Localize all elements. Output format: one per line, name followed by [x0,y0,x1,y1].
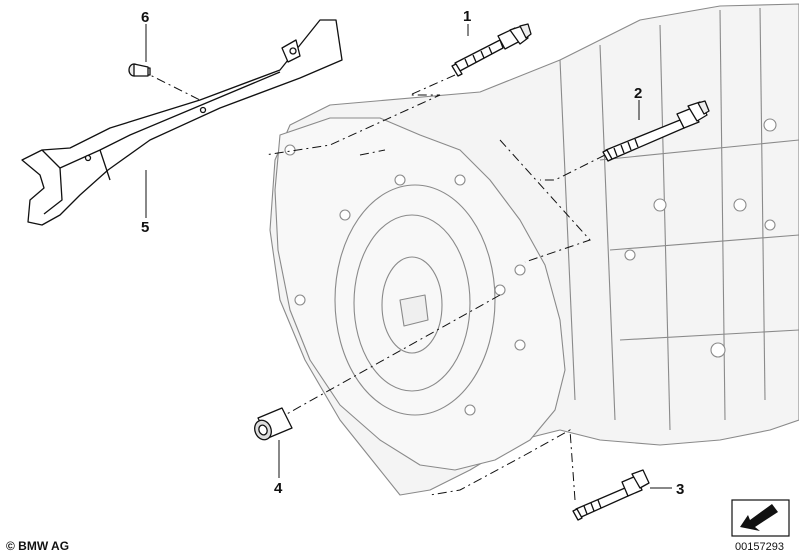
callout-2: 2 [634,85,642,102]
document-number: 00157293 [735,541,784,553]
leader-lines [145,24,672,489]
bolt-part-2[interactable] [602,100,710,162]
callout-4: 4 [274,480,283,497]
bracket-part-5[interactable] [21,19,343,226]
assembly-lines [139,69,606,501]
copyright-label: © BMW AG [6,539,70,553]
callout-3: 3 [676,481,684,498]
bolt-part-3[interactable] [572,469,650,521]
callout-5: 5 [141,219,149,236]
callout-6: 6 [141,9,149,26]
callout-1: 1 [463,8,471,25]
bolt-part-1[interactable] [451,23,532,77]
screw-part-6[interactable] [128,63,151,77]
arrow-icon [731,499,790,537]
transmission-housing [269,3,799,496]
sleeve-part-4[interactable] [252,407,293,442]
